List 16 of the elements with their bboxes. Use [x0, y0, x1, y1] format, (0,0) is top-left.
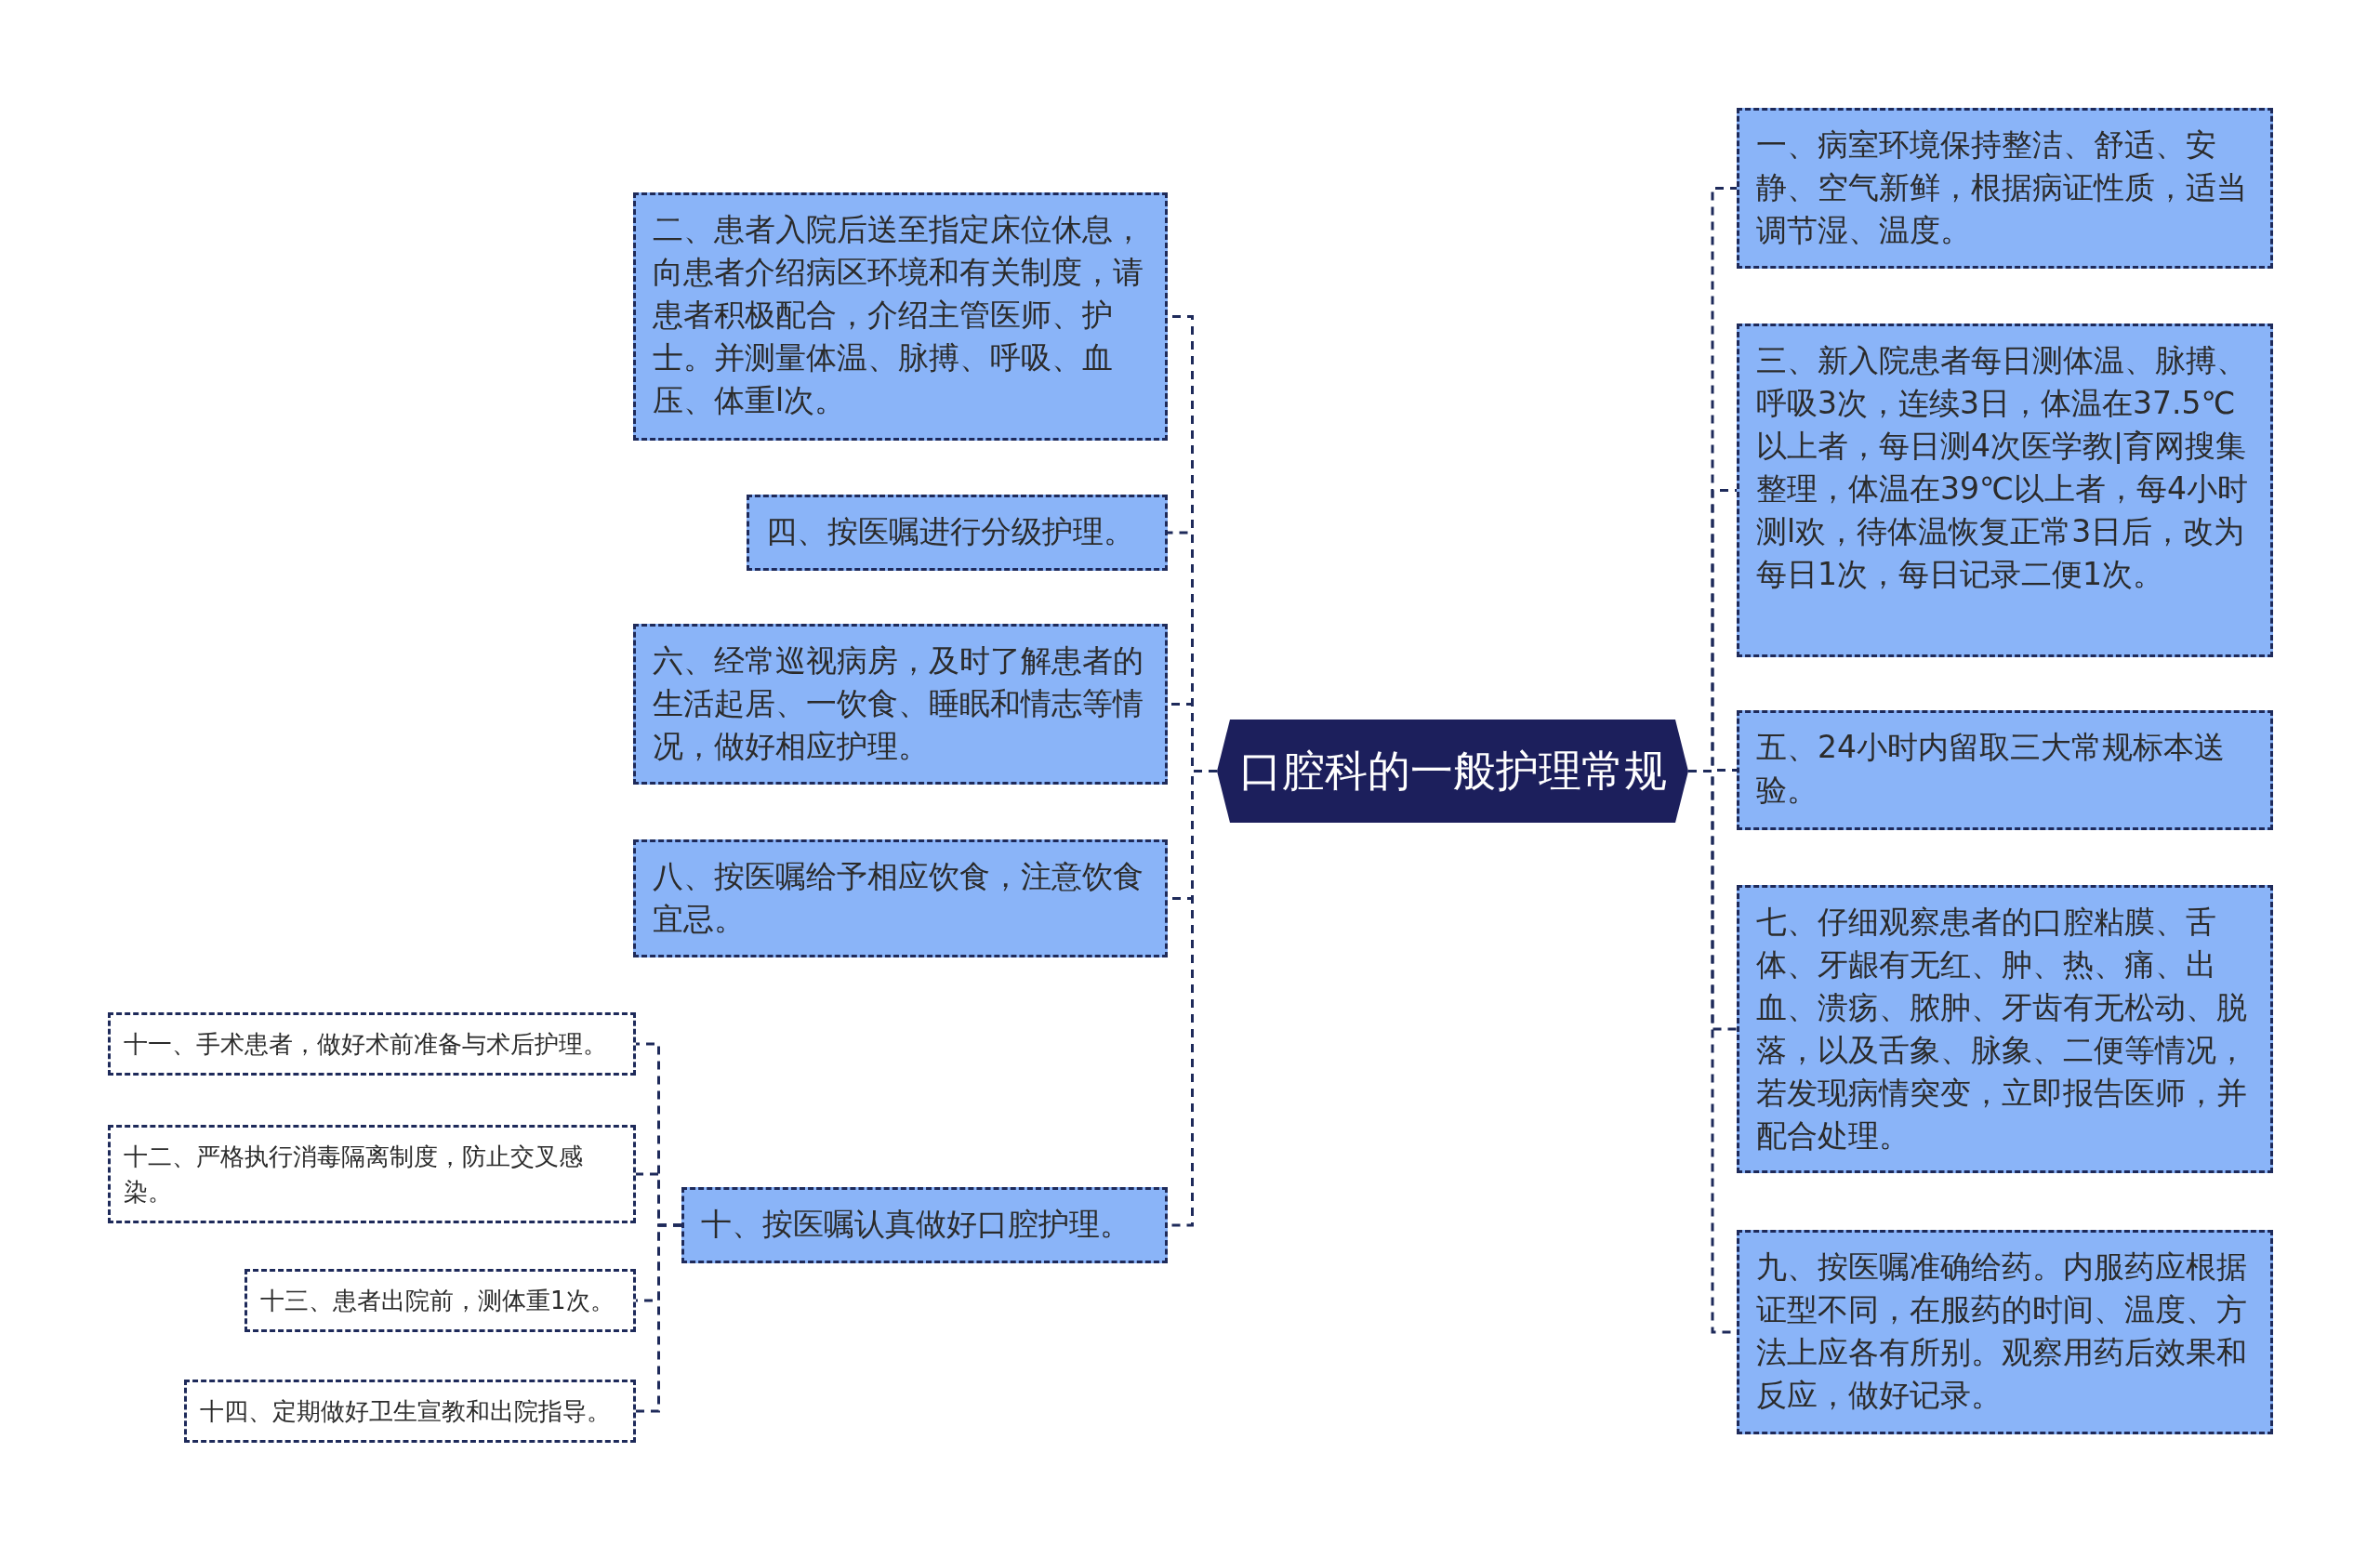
topic-text: 口腔科的一般护理常规: [1238, 744, 1667, 798]
subtopic-box: 十一、手术患者，做好术前准备与术后护理。: [108, 1012, 636, 1076]
subtopic-box: 十三、患者出院前，测体重1次。: [245, 1269, 636, 1332]
topic-box: 五、24小时内留取三大常规标本送验。: [1737, 710, 2273, 830]
subtopic-box: 十四、定期做好卫生宣教和出院指导。: [184, 1380, 636, 1443]
topic-box: 四、按医嘱进行分级护理。: [747, 495, 1168, 571]
topic-box: 七、仔细观察患者的口腔粘膜、舌体、牙龈有无红、肿、热、痛、出血、溃疡、脓肿、牙齿有无松动、脱落，以及舌象、脉象、二便等情况，若发现病情突变，立即报告医师，并配合处理。: [1737, 885, 2273, 1173]
topic-box: 二、患者入院后送至指定床位休息，向患者介绍病区环境和有关制度，请患者积极配合，介绍主管医师、护士。并测量体温、脉搏、呼吸、血压、体重l次。: [633, 192, 1168, 441]
topic-box: 十、按医嘱认真做好口腔护理。: [681, 1187, 1168, 1263]
topic-box: 八、按医嘱给予相应饮食，注意饮食宜忌。: [633, 839, 1168, 957]
topic-box: 一、病室环境保持整洁、舒适、安静、空气新鲜，根据病证性质，适当调节湿、温度。: [1737, 108, 2273, 269]
topic-box: 九、按医嘱准确给药。内服药应根据证型不同，在服药的时间、温度、方法上应各有所别。观察用药后效果和反应，做好记录。: [1737, 1230, 2273, 1434]
subtopic-box: 十二、严格执行消毒隔离制度，防止交叉感染。: [108, 1125, 636, 1223]
topic-box: 三、新入院患者每日测体温、脉搏、呼吸3次，连续3日，体温在37.5℃以上者，每日测4次医学教|育网搜集整理，体温在39℃以上者，每4小时测l欢，待体温恢复正常3日后，改为每日1次，每日记录二便1次。: [1737, 324, 2273, 657]
connector-line: [636, 1223, 681, 1413]
topic-box: 六、经常巡视病房，及时了解患者的生活起居、一饮食、睡眠和情志等情况，做好相应护理。: [633, 624, 1168, 785]
